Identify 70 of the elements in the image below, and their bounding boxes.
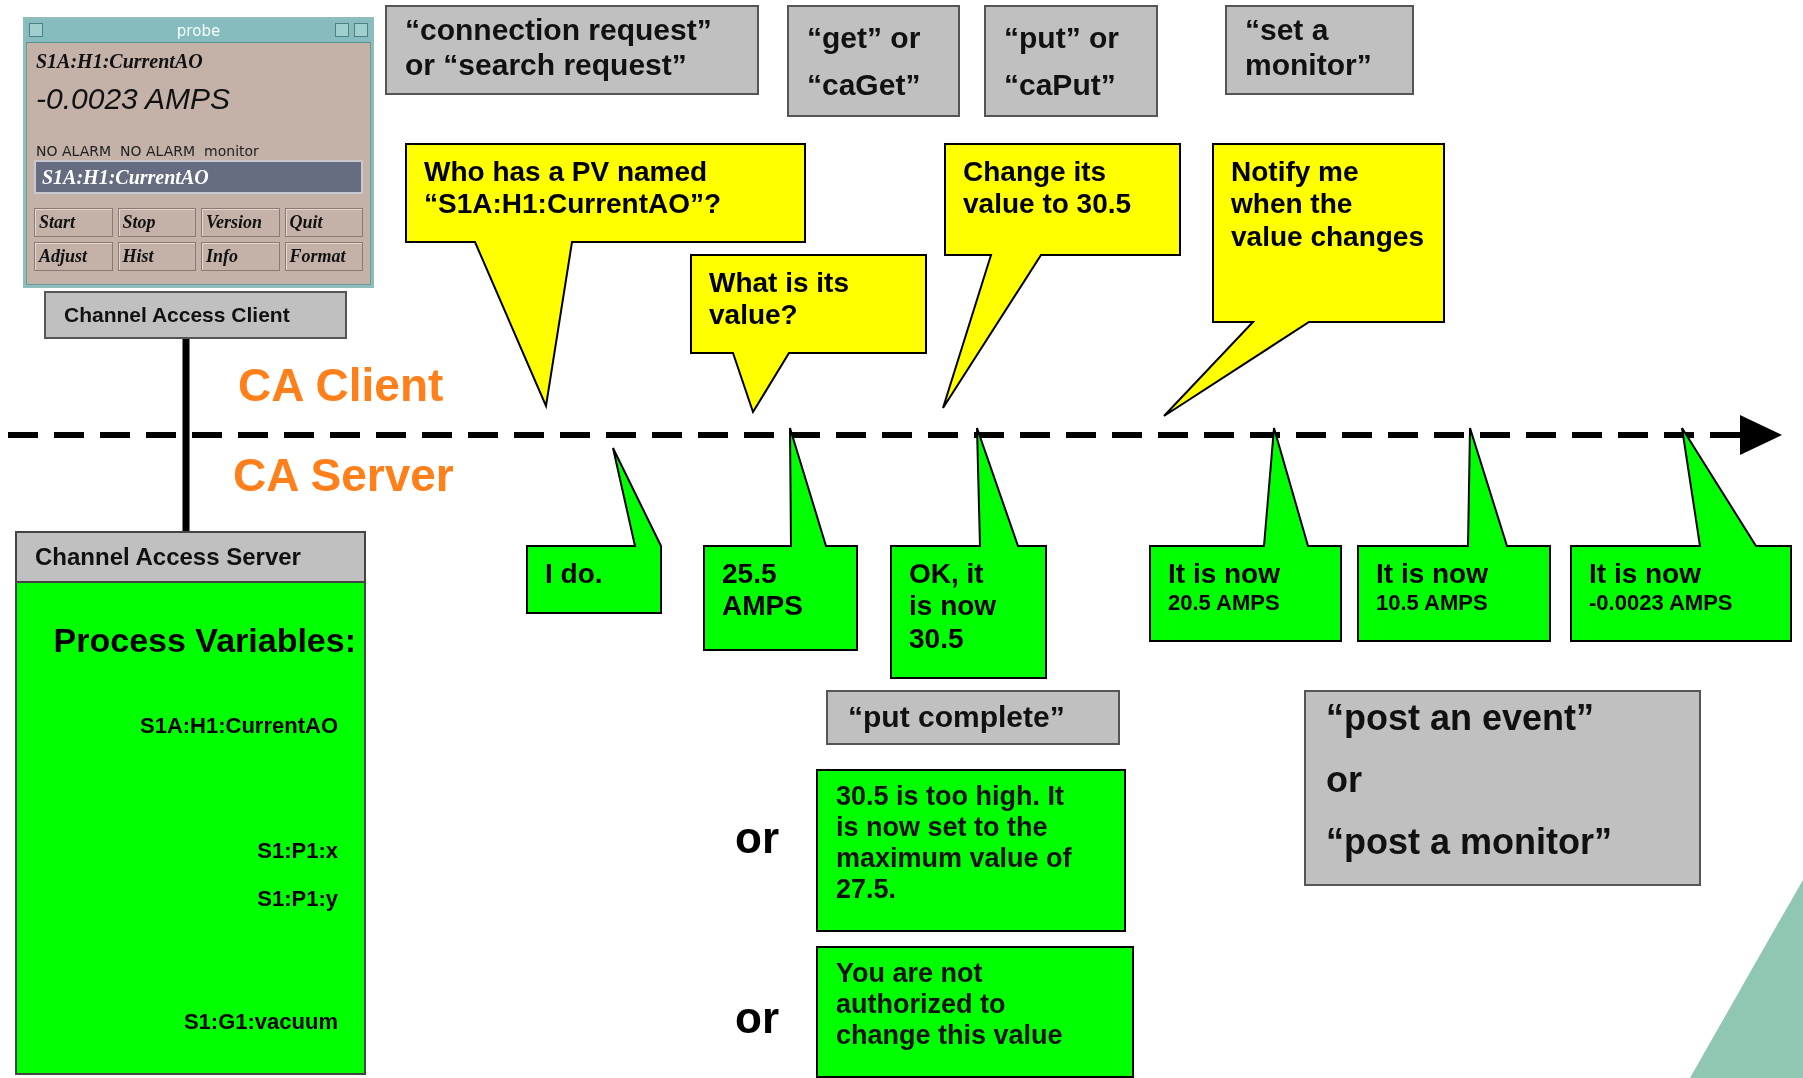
- status-text: monitor: [204, 143, 259, 159]
- box-text: “put complete”: [848, 700, 1065, 735]
- box-text: “post an event”: [1326, 700, 1595, 736]
- server-panel: [15, 531, 366, 1075]
- lane-label: CA Client: [238, 362, 444, 408]
- window-title: probe: [176, 22, 221, 40]
- window-button: Info: [201, 242, 280, 271]
- pv-name: S1:P1:x: [257, 838, 338, 864]
- box-text: “post a monitor”: [1326, 824, 1612, 860]
- box-text: Channel Access Client: [64, 302, 290, 328]
- bubble-text: Change its value to 30.5: [963, 156, 1133, 221]
- note-box: [826, 690, 1120, 745]
- box-text: 30.5 is too high. It is now set to the maximum value of 27.5.: [836, 781, 1073, 906]
- window-button: Version: [201, 208, 280, 237]
- bubble-text: 10.5 AMPS: [1376, 590, 1489, 616]
- bubble-text: It is now: [1376, 558, 1489, 591]
- box-text: “connection request” or “search request”: [405, 13, 713, 82]
- note-box: [984, 5, 1158, 117]
- or-text: or: [735, 816, 779, 860]
- bubble-text: What is its value?: [709, 267, 850, 332]
- value-readout: -0.0023 AMPS: [36, 82, 230, 116]
- bubble-text: I do.: [545, 558, 604, 591]
- status-text: NO ALARM: [36, 143, 112, 159]
- status-text: NO ALARM: [120, 143, 196, 159]
- bubble-text: It is now: [1168, 558, 1281, 591]
- bubble-text: OK, it is now 30.5: [909, 558, 998, 656]
- speech-bubble: [1358, 428, 1550, 641]
- window-button: Format: [284, 242, 363, 271]
- note-box: [1225, 5, 1414, 95]
- speech-bubble: [1164, 144, 1444, 416]
- pv-name: S1:P1:y: [257, 886, 338, 912]
- bubble-text: 20.5 AMPS: [1168, 590, 1281, 616]
- note-box: [1304, 690, 1701, 886]
- note-box: [385, 5, 759, 95]
- panel-heading: Process Variables:: [53, 621, 356, 660]
- window-button: Hist: [117, 242, 196, 271]
- box-text: or: [1326, 762, 1362, 798]
- pv-name: S1:G1:vacuum: [183, 1009, 338, 1035]
- message-box: [816, 769, 1126, 932]
- window-button: Adjust: [34, 242, 113, 271]
- speech-bubble: [943, 144, 1180, 408]
- bubble-text: Notify me when the value changes: [1231, 156, 1425, 254]
- pv-name: S1A:H1:CurrentAO: [139, 713, 338, 739]
- speech-bubble: [891, 428, 1046, 678]
- lane-label: CA Server: [233, 452, 454, 498]
- bubble-text: -0.0023 AMPS: [1589, 590, 1734, 616]
- input-field: S1A:H1:CurrentAO: [34, 160, 363, 194]
- note-box: [787, 5, 960, 117]
- window-button: Quit: [284, 208, 363, 237]
- bubble-text: 25.5 AMPS: [722, 558, 804, 623]
- box-text: “put” or “caPut”: [1004, 20, 1120, 103]
- note-box: [44, 291, 347, 339]
- app-window: [23, 17, 374, 288]
- window-button: Start: [34, 208, 113, 237]
- window-button: Stop: [117, 208, 196, 237]
- or-text: or: [735, 996, 779, 1040]
- panel-title: Channel Access Server: [35, 543, 301, 571]
- message-box: [816, 946, 1134, 1078]
- box-text: “set a monitor”: [1245, 13, 1373, 82]
- bubble-text: It is now: [1589, 558, 1702, 591]
- box-text: You are not authorized to change this value: [836, 958, 1064, 1052]
- box-text: “get” or “caGet”: [807, 20, 922, 103]
- speech-bubble: [1571, 428, 1791, 641]
- bubble-text: Who has a PV named “S1A:H1:CurrentAO”?: [424, 156, 723, 221]
- connector-line: [182, 339, 190, 531]
- speech-bubble: [527, 448, 661, 613]
- speech-bubble: [704, 428, 857, 650]
- pv-name: S1A:H1:CurrentAO: [36, 50, 203, 73]
- speech-bubble: [1150, 428, 1341, 641]
- speech-bubble: [691, 255, 926, 412]
